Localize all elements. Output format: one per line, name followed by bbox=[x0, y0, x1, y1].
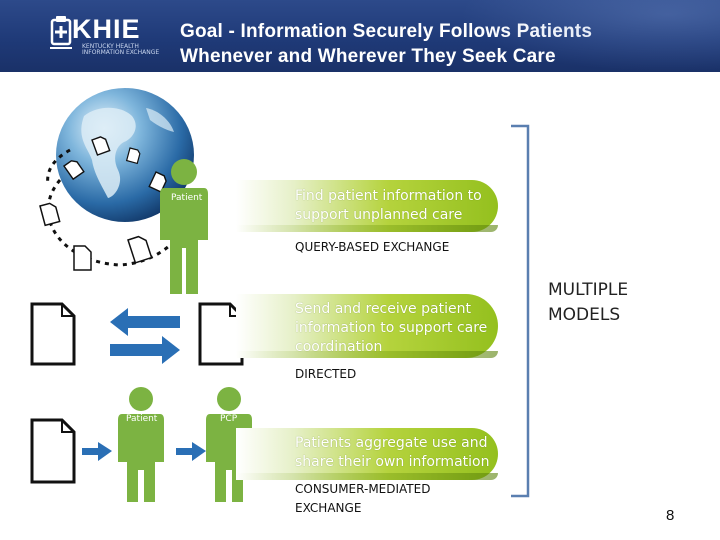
consumer-mediated-banner bbox=[236, 428, 498, 480]
directed-caption: DIRECTED bbox=[295, 367, 357, 381]
caption-line: EXCHANGE bbox=[295, 501, 362, 515]
query-based-caption: QUERY-BASED EXCHANGE bbox=[295, 240, 450, 254]
arrow-left-icon bbox=[110, 308, 180, 336]
directed-banner bbox=[236, 294, 498, 358]
patient-label: Patient bbox=[171, 193, 203, 203]
patient-label: Patient bbox=[126, 414, 158, 424]
banner-line: Send and receive patient bbox=[295, 301, 471, 317]
directed-description: Send and receive patient information to … bbox=[295, 300, 487, 357]
document-icon bbox=[125, 147, 141, 165]
logo-subtext: KENTUCKY HEALTH INFORMATION EXCHANGE bbox=[82, 43, 160, 56]
banner-line: coordination bbox=[295, 339, 383, 355]
arrow-right-icon bbox=[110, 336, 180, 364]
arrow-right-icon bbox=[176, 442, 206, 461]
multiple-models-bracket bbox=[511, 124, 530, 498]
page-number: 8 bbox=[666, 507, 675, 524]
banner-line: Patients aggregate use and bbox=[295, 435, 488, 451]
models-label-line: MULTIPLE bbox=[548, 280, 629, 300]
document-icon bbox=[91, 136, 111, 156]
document-icon bbox=[39, 202, 61, 227]
consumer-mediated-caption: CONSUMER-MEDIATED EXCHANGE bbox=[295, 480, 430, 518]
arrow-right-icon bbox=[82, 442, 112, 461]
consumer-mediated-description: Patients aggregate use and share their o… bbox=[295, 434, 489, 472]
document-icon bbox=[63, 160, 85, 181]
document-icon bbox=[127, 235, 153, 264]
document-icon bbox=[30, 302, 76, 366]
logo-text: KHIE bbox=[72, 14, 141, 44]
banner-line: share their own information bbox=[295, 454, 490, 470]
query-based-banner bbox=[236, 180, 498, 232]
models-label-line: MODELS bbox=[548, 305, 621, 325]
khie-logo-icon bbox=[50, 16, 72, 49]
document-icon bbox=[30, 418, 76, 484]
header-banner: KHIE KENTUCKY HEALTH INFORMATION EXCHANG… bbox=[0, 0, 720, 72]
banner-line: Find patient information to bbox=[295, 188, 482, 204]
pcp-label: PCP bbox=[220, 414, 238, 424]
patient-figure-icon bbox=[160, 159, 208, 294]
document-icon bbox=[148, 171, 167, 193]
banner-line: support unplanned care bbox=[295, 207, 463, 223]
patient-figure-icon bbox=[118, 387, 164, 502]
document-icon bbox=[73, 245, 92, 271]
banner-line: information to support care bbox=[295, 320, 488, 336]
query-based-description: Find patient information to support unpl… bbox=[295, 187, 482, 225]
multiple-models-label: MULTIPLE MODELS bbox=[548, 278, 628, 328]
caption-line: CONSUMER-MEDIATED bbox=[295, 482, 431, 496]
